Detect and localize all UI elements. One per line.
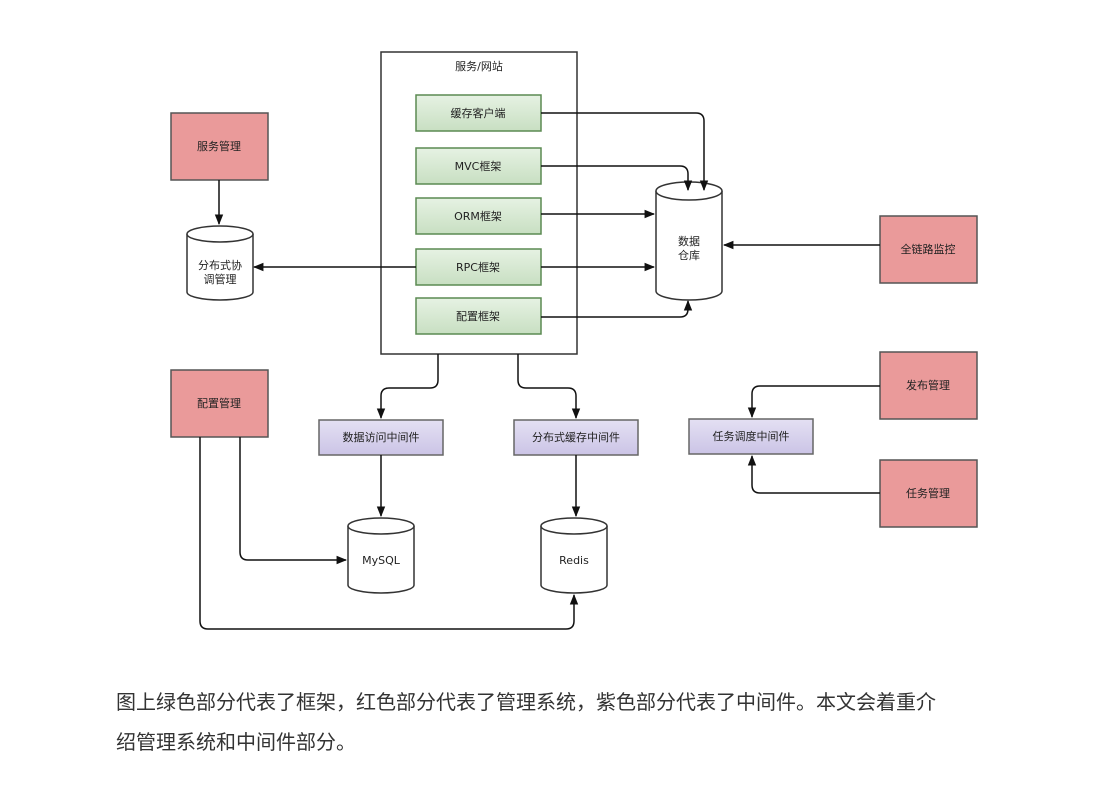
task-schedule-middleware-box: 任务调度中间件 xyxy=(688,418,814,455)
tracing-monitor-label: 全链路监控 xyxy=(901,242,956,256)
data-access-middleware-box: 数据访问中间件 xyxy=(318,419,444,456)
coordination-label-line1: 分布式协 xyxy=(198,258,242,272)
data-warehouse-cylinder: 数据 仓库 xyxy=(655,181,723,301)
dist-cache-middleware-label: 分布式缓存中间件 xyxy=(532,430,620,444)
tracing-monitor-box: 全链路监控 xyxy=(879,215,978,284)
data-access-middleware-label: 数据访问中间件 xyxy=(343,430,420,444)
framework-mvc-label: MVC框架 xyxy=(455,160,502,173)
framework-orm: ORM框架 xyxy=(415,197,542,235)
warehouse-label-line1: 数据 xyxy=(678,234,700,248)
framework-mvc: MVC框架 xyxy=(415,147,542,185)
connectors xyxy=(199,112,880,630)
arrow-mvc-to-warehouse xyxy=(541,165,693,192)
arrow-task-mgmt-to-task-sched xyxy=(747,454,880,494)
arrow-config-to-warehouse xyxy=(541,299,693,318)
framework-orm-label: ORM框架 xyxy=(454,210,502,223)
framework-rpc: RPC框架 xyxy=(415,248,542,286)
framework-cache-client: 缓存客户端 xyxy=(415,94,542,132)
task-management-box: 任务管理 xyxy=(879,459,978,528)
caption-paragraph: 图上绿色部分代表了框架，红色部分代表了管理系统，紫色部分代表了中间件。本文会着重… xyxy=(116,682,1036,762)
framework-config-label: 配置框架 xyxy=(456,310,500,323)
caption-line-2: 绍管理系统和中间件部分。 xyxy=(116,730,356,754)
architecture-diagram: 服务/网站 缓存客户端 MVC框架 ORM框架 RPC框架 配置框架 服务管理 … xyxy=(170,51,978,630)
arrow-config-mgmt-to-redis xyxy=(199,437,579,630)
mysql-label: MySQL xyxy=(362,554,401,567)
arrow-service-to-data-access xyxy=(376,354,439,420)
config-management-box: 配置管理 xyxy=(170,369,269,438)
config-management-label: 配置管理 xyxy=(197,396,241,410)
release-management-box: 发布管理 xyxy=(879,351,978,420)
redis-cylinder: Redis xyxy=(540,517,608,594)
service-website-label: 服务/网站 xyxy=(455,59,503,73)
service-management-box: 服务管理 xyxy=(170,112,269,181)
service-management-label: 服务管理 xyxy=(197,139,241,153)
caption-line-1: 图上绿色部分代表了框架，红色部分代表了管理系统，紫色部分代表了中间件。本文会着重… xyxy=(116,690,936,714)
coordination-cylinder: 分布式协 调管理 xyxy=(186,225,254,301)
arrow-config-mgmt-to-mysql xyxy=(239,437,348,565)
arrow-release-to-task-sched xyxy=(747,385,880,419)
framework-rpc-label: RPC框架 xyxy=(456,261,500,274)
framework-config: 配置框架 xyxy=(415,297,542,335)
arrow-service-to-dist-cache xyxy=(517,354,581,420)
task-schedule-middleware-label: 任务调度中间件 xyxy=(713,429,790,443)
warehouse-label-line2: 仓库 xyxy=(678,248,700,262)
dist-cache-middleware-box: 分布式缓存中间件 xyxy=(513,419,639,456)
coordination-label-line2: 调管理 xyxy=(204,272,237,286)
task-management-label: 任务管理 xyxy=(906,486,950,500)
arrow-cache-client-to-warehouse xyxy=(541,112,709,192)
mysql-cylinder: MySQL xyxy=(347,517,415,594)
release-management-label: 发布管理 xyxy=(906,378,950,392)
redis-label: Redis xyxy=(559,554,589,567)
framework-cache-client-label: 缓存客户端 xyxy=(451,106,506,120)
